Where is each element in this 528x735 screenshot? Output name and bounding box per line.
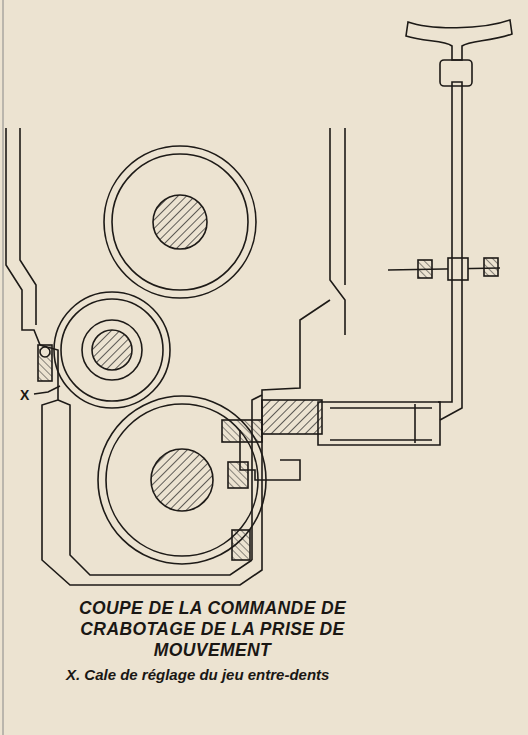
legend-note: X. Cale de réglage du jeu entre-dents <box>66 665 380 684</box>
callout-letter: X <box>19 387 30 403</box>
figure-caption: COUPE DE LA COMMANDE DE CRABOTAGE DE LA … <box>40 598 385 661</box>
